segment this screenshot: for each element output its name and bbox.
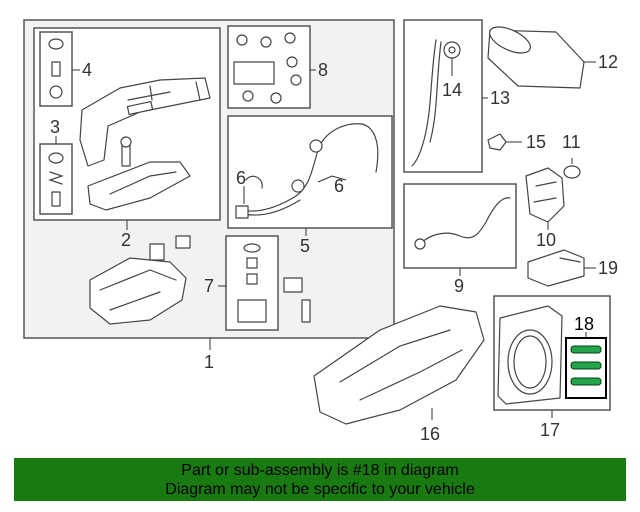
air-line-group-5 <box>227 115 393 229</box>
valve-group-7 <box>225 235 311 331</box>
callout-7: 7 <box>204 276 214 296</box>
sensor-group-13 <box>403 19 483 173</box>
mount-10 <box>525 167 565 223</box>
callout-3: 3 <box>50 117 60 137</box>
skid-plate-16 <box>313 305 485 425</box>
line-group-9 <box>403 183 517 269</box>
callout-12: 12 <box>598 52 618 72</box>
part-18-highlight[interactable] <box>565 337 607 399</box>
clip-15 <box>487 133 507 151</box>
callout-6a: 6 <box>236 168 246 188</box>
callout-10: 10 <box>536 230 556 250</box>
callout-18[interactable]: 18 <box>574 314 594 334</box>
callout-17: 17 <box>540 420 560 440</box>
info-banner: Part or sub-assembly is #18 in diagram D… <box>14 458 626 501</box>
callout-19: 19 <box>598 258 618 278</box>
reservoir-12 <box>487 26 585 89</box>
callout-2: 2 <box>121 230 131 250</box>
bracket-group-2 <box>33 27 221 221</box>
callout-15: 15 <box>526 132 546 152</box>
callout-4: 4 <box>82 60 92 80</box>
callout-9: 9 <box>454 276 464 296</box>
banner-line-1: Part or sub-assembly is #18 in diagram <box>181 461 459 479</box>
leader-lines <box>55 58 596 420</box>
callout-6b: 6 <box>334 176 344 196</box>
callout-14: 14 <box>442 80 462 100</box>
module-19 <box>527 249 585 287</box>
callout-8: 8 <box>318 60 328 80</box>
banner-line-2: Diagram may not be specific to your vehi… <box>165 480 475 498</box>
callout-1: 1 <box>204 352 214 372</box>
fastener-group-8 <box>227 25 311 109</box>
callout-11: 11 <box>562 132 581 152</box>
parts-diagram: 1 2 3 4 5 6 6 7 8 9 10 11 12 13 14 15 16… <box>23 19 618 444</box>
callout-labels: 1 2 3 4 5 6 6 7 8 9 10 11 12 13 14 15 16… <box>50 52 618 444</box>
callout-16: 16 <box>420 424 440 444</box>
cap-11 <box>563 165 581 179</box>
callout-13: 13 <box>490 88 510 108</box>
kit-group-17 <box>493 295 611 411</box>
compressor-unit <box>89 235 191 325</box>
callout-5: 5 <box>300 236 310 256</box>
